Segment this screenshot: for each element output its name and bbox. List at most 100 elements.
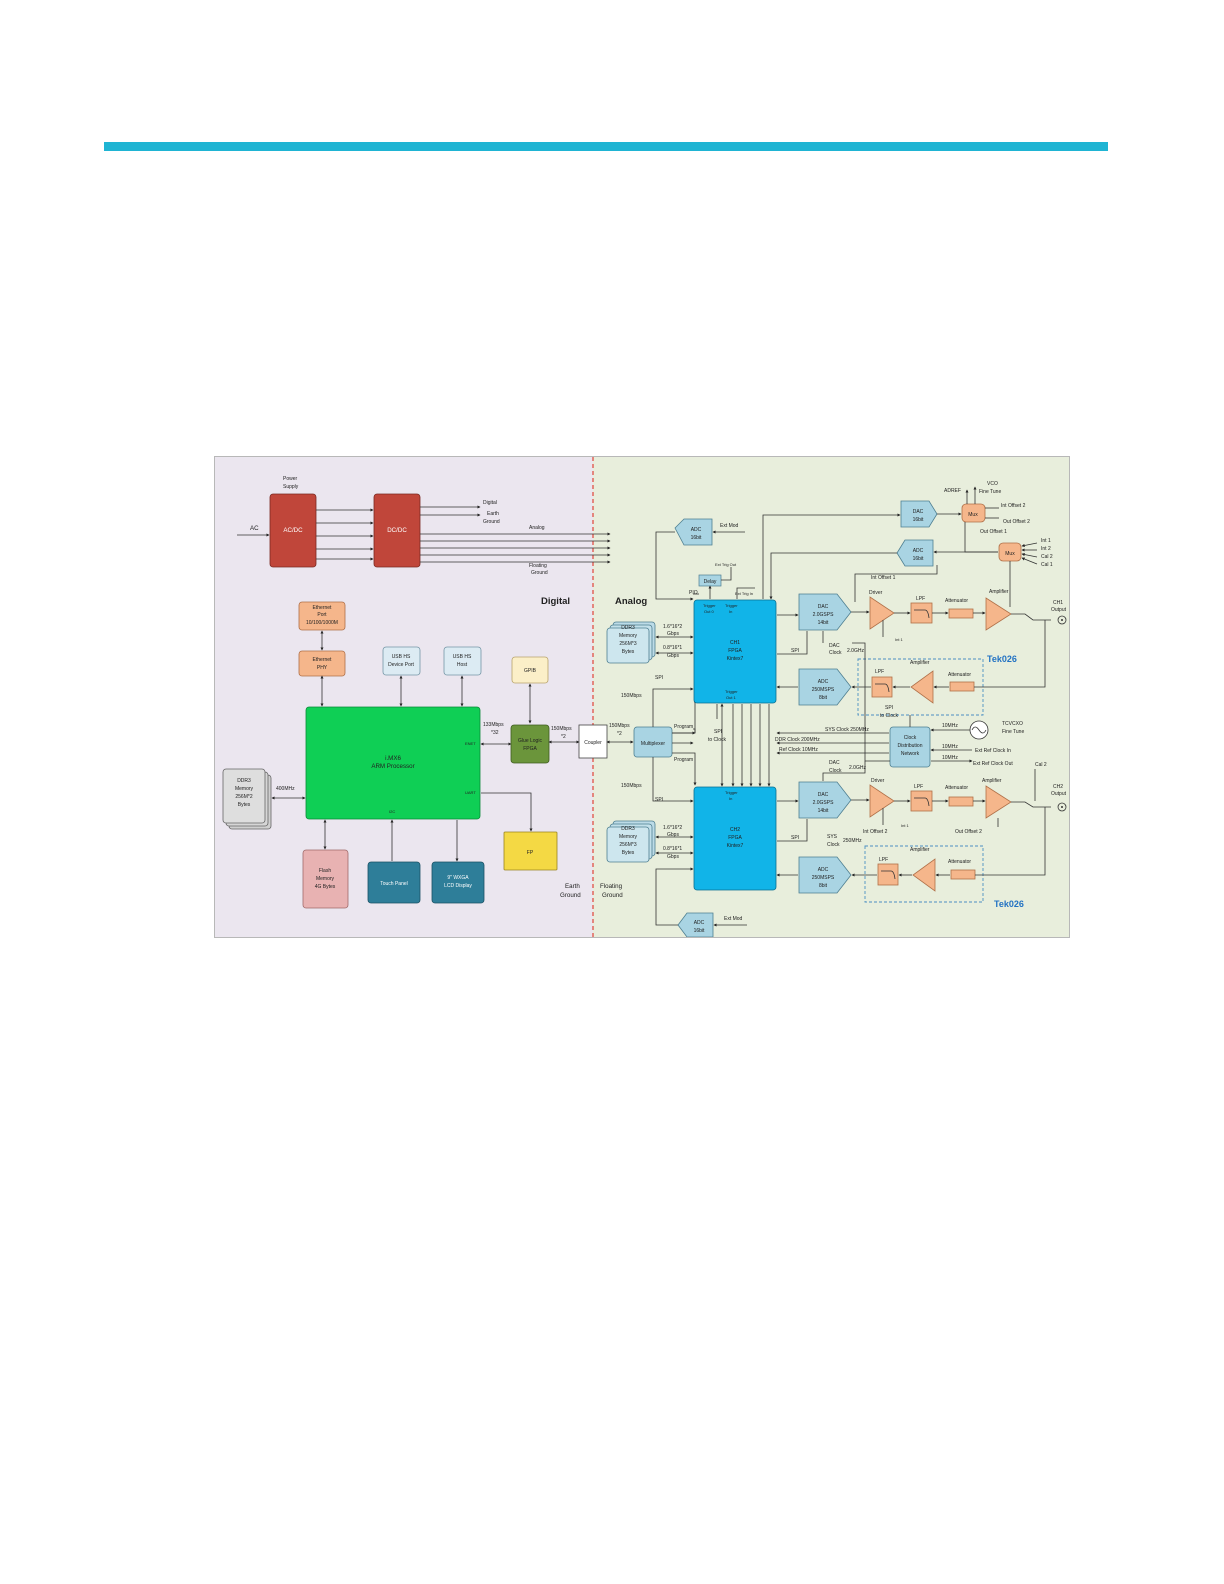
adc-ch2-line-1: ADC [818,867,829,873]
amplifier-ch2-feedback-icon [912,858,936,892]
attenuator-ch2-label: Attenuator [945,785,968,791]
ch1-ddr-speed-2a: 0.8*16*1 [663,645,682,651]
usb-device-line-2: Device Port [388,662,414,668]
ch2-output-line-1: CH2 [1053,784,1063,790]
flash-line-3: 4G Bytes [315,884,336,890]
earth-ground-label-2: Ground [560,892,581,899]
lcd-display-block [431,861,485,904]
int-offset-1-label: Int Offset 1 [871,575,896,581]
ddr3-ch1-line-2: Memory [619,633,638,639]
rail-floating-ground: Ground [531,570,548,576]
dac-ch2-line-1: DAC [818,792,829,798]
sys-clock-250-label: SYS Clock 250MHz [825,727,869,733]
dac-ch1-block [798,593,852,631]
program-label-1: Program [674,724,693,730]
adc-ch2-line-3: 8bit [819,883,828,889]
dac-ch1-line-2: 2.0GSPS [813,612,835,618]
ch2-output-connector-icon [1057,802,1067,812]
adc-ch1-block [798,668,852,706]
adc16-ch1-block [674,518,713,546]
mhz10-tcvcxo: 10MHz [942,723,958,729]
spi-dac-ch1: SPI [791,648,799,654]
mux-top-label: Mux [968,512,978,518]
tcvcxo-line-1: TCVCXO [1002,721,1023,727]
ethernet-port-line-1: Ethernet [313,605,333,611]
ethernet-phy-line-1: Ethernet [313,657,333,663]
usb-host-line-2: Host [457,662,468,668]
gpib-label: GPIB [524,668,537,674]
usb-device-block [382,646,421,676]
ddr3-main-line-4: Bytes [238,802,251,808]
dcdc-label: DC/DC [387,527,407,534]
ethernet-port-line-2: Port [317,612,327,618]
ddr3-ch2-line-1: DDR3 [621,826,635,832]
lpf-ch1-block [910,602,933,624]
ddr3-ch2-line-4: Bytes [622,850,635,856]
ext-ref-clock-out-label: Ext Ref Clock Out [973,761,1013,767]
acdc-label: AC/DC [283,527,303,534]
driver-ch2-label: Driver [871,778,885,784]
processor-enet-port: ENET [465,741,476,746]
block-diagram-canvas: Digital Analog Power Supply AC AC/DC DC/… [215,457,1069,937]
attenuator-ch2-feedback-block [950,869,976,880]
lpf-ch2-feedback-block [877,863,899,886]
amplifier-ch1-label: Amplifier [989,589,1009,595]
flash-line-1: Flash [319,868,331,874]
attenuator-ch1-feedback-block [949,681,975,692]
adc16-mux-line-1: ADC [913,548,924,554]
mux-input-cal1: Cal 1 [1041,562,1053,568]
ddr3-speed-label: 400MHz [276,786,295,792]
glue-fpga-line-1: Glue Logic [518,738,542,744]
lpf-ch2-block [910,790,933,812]
digital-region-label: Digital [541,596,570,607]
glue-logic-fpga-block [510,724,550,764]
rail-digital: Digital [483,500,497,506]
ddr3-main-line-2: Memory [235,786,254,792]
lpf-ch1-label: LPF [916,596,925,602]
spi-to-clock-line-2: to Clock [708,737,727,743]
adc16-ch1-line-2: 16bit [691,535,702,541]
mux-input-int2: Int 2 [1041,546,1051,552]
link-150a-line-1: 150Mbps [551,726,572,732]
delay-label: Delay [704,579,717,585]
int1-ch1-label: Int 1 [895,637,904,642]
dac-clock-ch2-2: Clock [829,768,842,774]
spi-to-clock-line-1: SPI [714,729,722,735]
ch2-trigger-in-1: Trigger [725,790,738,795]
attenuator-ch1-feedback-label: Attenuator [948,672,971,678]
ch1-ddr-speed-1b: Gbps [667,631,679,637]
ddr3-ch2-line-3: 256M*3 [619,842,636,848]
fp-label: FP [527,850,534,856]
processor-uart-port: UART [465,790,476,795]
flash-memory-block [302,849,349,909]
spi-label-top: SPI [655,675,663,681]
header-accent-rule [104,142,1108,151]
spi-dac-ch2: SPI [791,835,799,841]
ch1-fpga-line-3: Kintex7 [727,656,744,662]
spi-to-clock-ch1-1: SPI [885,705,893,711]
out-offset-2-top: Out Offset 2 [1003,519,1030,525]
ddr3-ch1-line-3: 256M*3 [619,641,636,647]
link-133-line-1: 133Mbps [483,722,504,728]
ext-trig-in-label: Ext Trig In [735,591,753,596]
floating-ground-label-1: Floating [600,883,623,890]
usb-host-line-1: USB HS [453,654,472,660]
mux-input-int1: Int 1 [1041,538,1051,544]
lpf-ch1-feedback-label: LPF [875,669,884,675]
adref-label: ADREF [944,488,961,494]
ddr3-main-line-3: 256M*2 [235,794,252,800]
ch1-trigger-out1-2: Out 1 [726,695,737,700]
lcd-line-1: 9" WXGA [447,875,469,881]
link-150b-line-1: 150Mbps [609,723,630,729]
ac-label: AC [250,525,259,532]
processor-i2c-port: I2C [389,809,395,814]
lpf-ch2-feedback-label: LPF [879,857,888,863]
ch1-trigger-in-1: Trigger [725,603,738,608]
amplifier-ch1-feedback-icon [910,670,934,704]
dcdc-block [373,493,421,568]
ddr3-main-line-1: DDR3 [237,778,251,784]
rail-analog: Analog [529,525,545,531]
coupler-label: Coupler [584,740,602,746]
floating-ground-label-2: Ground [602,892,623,899]
ddr3-ch1-memory-block [606,627,650,664]
